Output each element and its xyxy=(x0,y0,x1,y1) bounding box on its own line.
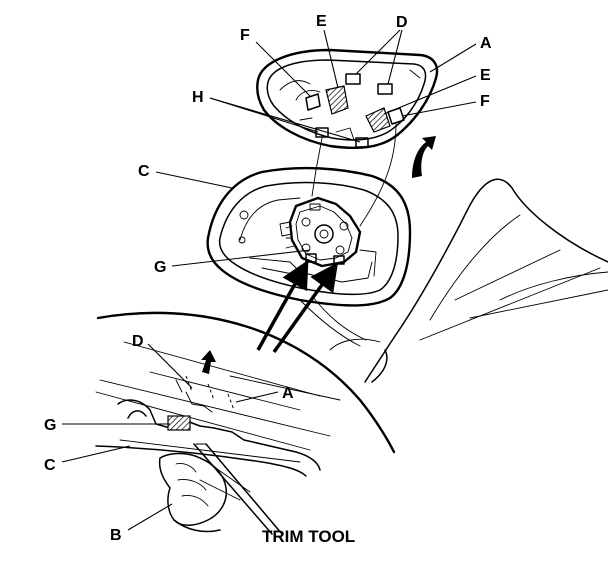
mirror-cover-a xyxy=(256,48,439,150)
label-d-top: D xyxy=(396,14,408,31)
label-group: F E D A E F H C G D A G C B TRIM TOOL xyxy=(44,13,492,546)
label-c-detail: C xyxy=(44,457,56,474)
label-b: B xyxy=(110,527,122,544)
label-g-top: G xyxy=(154,259,166,276)
label-g-detail: G xyxy=(44,417,56,434)
label-f-top: F xyxy=(240,27,250,44)
label-f-right: F xyxy=(480,93,490,110)
connection-lines xyxy=(311,123,397,227)
label-e-right: E xyxy=(480,67,491,84)
lift-arrow-top xyxy=(412,136,436,178)
label-e-top: E xyxy=(316,13,327,30)
leader-lines xyxy=(61,29,477,531)
label-trim-tool: TRIM TOOL xyxy=(262,527,355,546)
label-c-top: C xyxy=(138,163,150,180)
mirror-housing xyxy=(206,166,412,347)
label-d-detail: D xyxy=(132,333,144,350)
vehicle-body xyxy=(329,178,608,383)
label-a-detail: A xyxy=(282,385,294,402)
mirror-actuator-g xyxy=(279,196,362,268)
guide-arrows xyxy=(256,259,339,354)
label-a-top: A xyxy=(480,35,492,52)
label-h: H xyxy=(192,89,204,106)
detail-closeup xyxy=(95,311,396,535)
